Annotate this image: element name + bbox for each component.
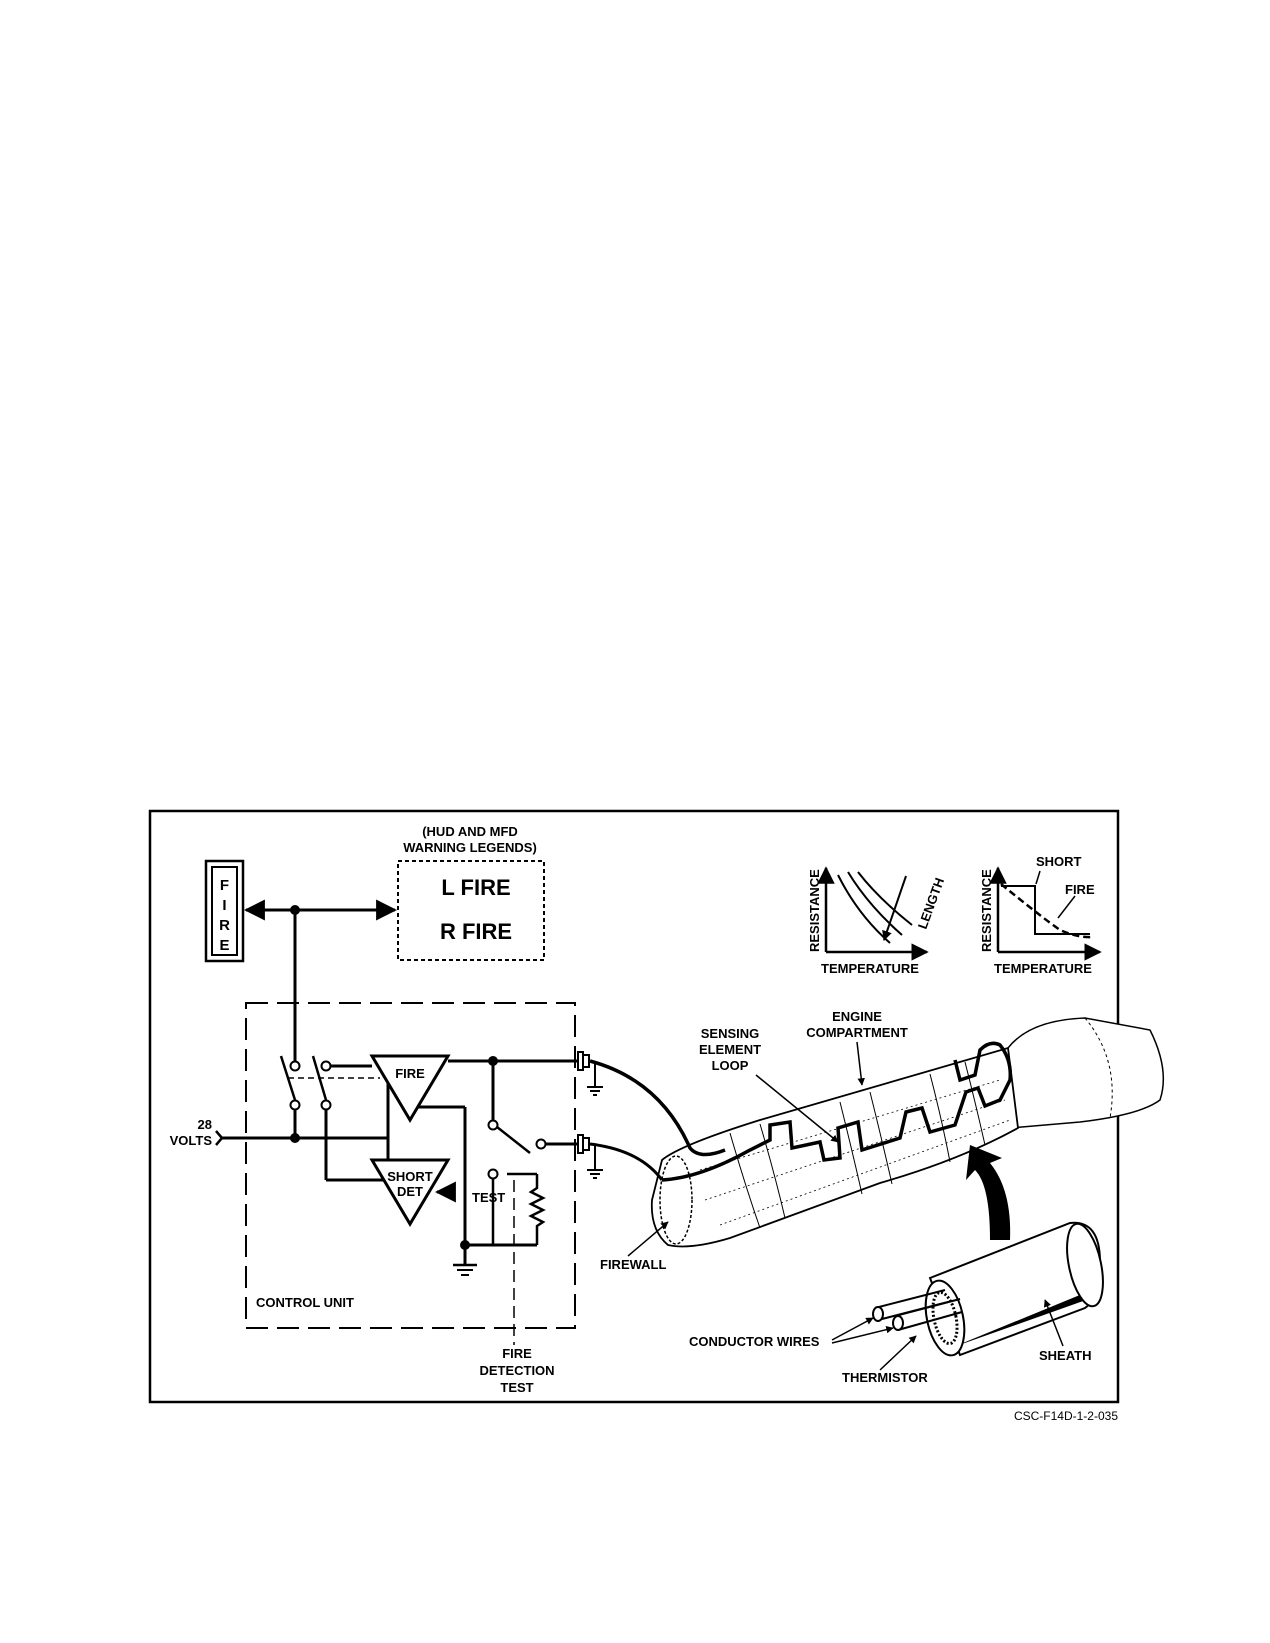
warning-legends-title: WARNING LEGENDS) (403, 840, 537, 855)
fire-detection-test-label: TEST (500, 1380, 533, 1395)
engine-illustration (589, 1017, 1165, 1248)
sensing-element-cross-section (872, 1221, 1104, 1357)
graph-1-xlabel: TEMPERATURE (821, 961, 919, 976)
fire-light-letter: R (219, 917, 230, 934)
engine-compartment-label: ENGINE (832, 1009, 882, 1024)
fire-light-letter: E (219, 937, 229, 954)
fire-detection-test-label: FIRE (502, 1346, 532, 1361)
figure-id-caption: CSC-F14D-1-2-035 (1014, 1409, 1118, 1423)
l-fire-legend: L FIRE (441, 875, 510, 900)
test-switch-label: TEST (472, 1190, 505, 1205)
fire-detection-test-label: DETECTION (479, 1363, 554, 1378)
sensing-element-loop-label: SENSING (701, 1026, 760, 1041)
fire-detector-amplifier (369, 1054, 451, 1123)
resistance-vs-length-graph: LENGTH RESISTANCE TEMPERATURE (807, 866, 947, 976)
graph-2-ylabel: RESISTANCE (979, 869, 994, 952)
sensing-element-loop-label: LOOP (712, 1058, 749, 1073)
loop-connector-upper (577, 1051, 603, 1096)
engine-compartment-label: COMPARTMENT (806, 1025, 908, 1040)
r-fire-legend: R FIRE (440, 919, 512, 944)
curve-fire-label: FIRE (1065, 882, 1095, 897)
warning-legends-box: (HUD AND MFD WARNING LEGENDS) L FIRE R F… (397, 824, 545, 961)
thermistor-label: THERMISTOR (842, 1370, 928, 1385)
curve-short-label: SHORT (1036, 854, 1082, 869)
supply-voltage-unit: VOLTS (170, 1133, 213, 1148)
resistance-short-fire-graph: SHORT FIRE RESISTANCE TEMPERATURE (979, 854, 1102, 976)
control-unit-box (245, 1002, 576, 1329)
fire-light-letter: F (220, 877, 229, 894)
graph-1-ylabel: RESISTANCE (807, 869, 822, 952)
fire-light-letter: I (222, 897, 226, 914)
short-detector-amplifier (369, 1158, 451, 1227)
graph-2-xlabel: TEMPERATURE (994, 961, 1092, 976)
fire-detector-label: FIRE (395, 1066, 425, 1081)
short-det-label: SHORT (387, 1169, 433, 1184)
supply-voltage-value: 28 (198, 1117, 212, 1132)
short-det-label: DET (397, 1184, 423, 1199)
sheath-label: SHEATH (1039, 1348, 1091, 1363)
conductor-wires-label: CONDUCTOR WIRES (689, 1334, 820, 1349)
warning-legends-title: (HUD AND MFD (422, 824, 518, 839)
test-resistor (528, 1174, 546, 1245)
firewall-label: FIREWALL (600, 1257, 666, 1272)
graph-1-arrow-label: LENGTH (915, 876, 947, 931)
fire-warning-light: F I R E (204, 859, 245, 963)
control-unit-label: CONTROL UNIT (256, 1295, 354, 1310)
sensing-element-loop-label: ELEMENT (699, 1042, 761, 1057)
loop-connector-lower (577, 1134, 603, 1179)
sensing-element-loop (661, 1041, 1013, 1182)
